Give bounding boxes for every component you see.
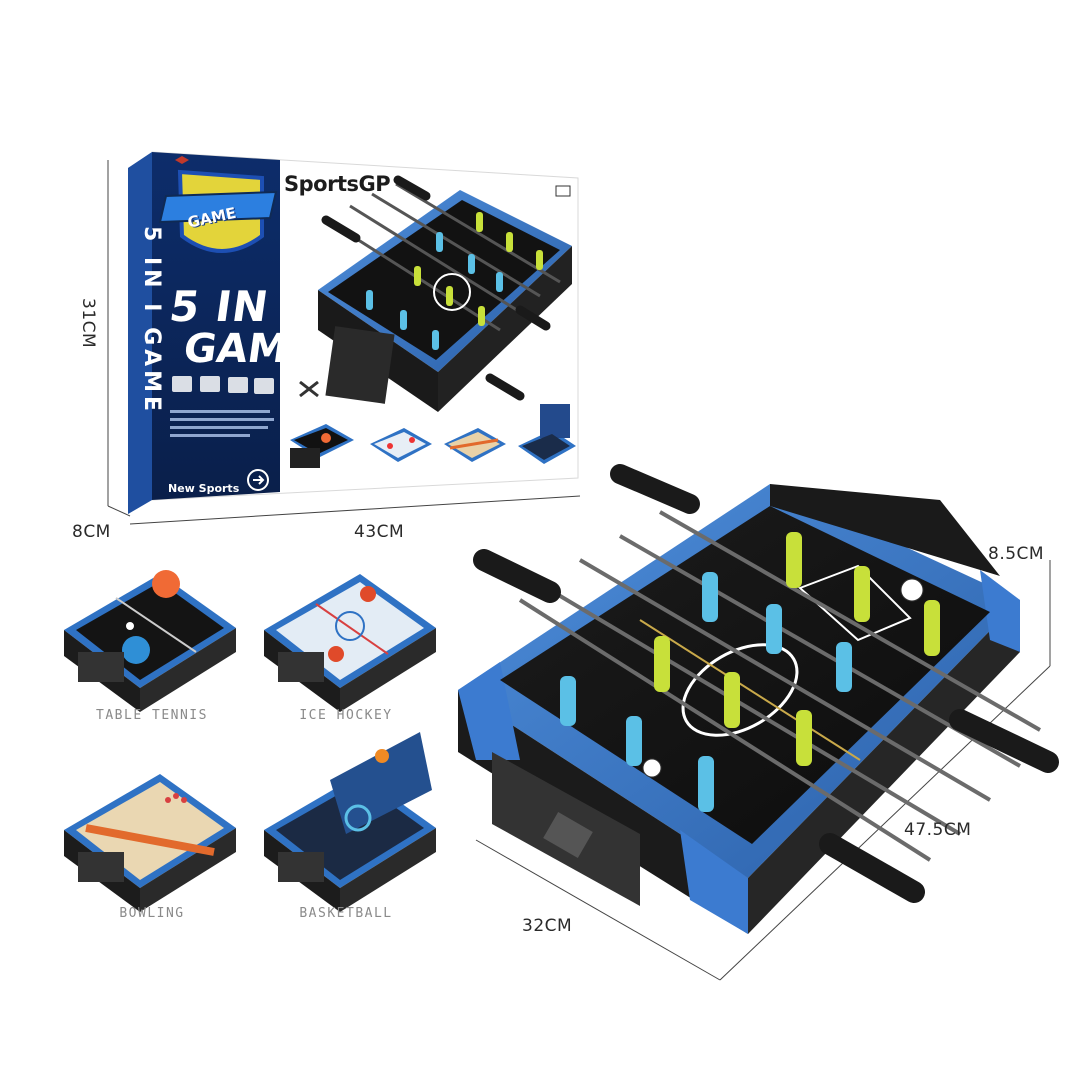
table-front-side — [458, 690, 748, 934]
arrow-circle-icon — [247, 469, 269, 491]
handle-icon — [949, 709, 1059, 773]
product-box — [128, 151, 579, 514]
box-footer-text: New Sports — [168, 482, 240, 495]
paddle-icon — [122, 636, 150, 664]
box-height-label: 31CM — [78, 298, 98, 349]
box-thumbnails — [290, 404, 576, 468]
mallet-icon — [328, 646, 344, 662]
soccer-ball-icon — [642, 758, 662, 778]
handle-icon — [819, 833, 925, 903]
table-right-side — [748, 600, 1020, 934]
mode-label-basketball: BASKETBALL — [299, 906, 393, 921]
box-dimension-lines — [107, 160, 581, 525]
mode-ice-hockey-image — [264, 574, 436, 712]
blue-players — [560, 572, 852, 812]
rod-handles — [473, 464, 1059, 903]
table-dimension-lines — [475, 560, 1051, 981]
field-markings — [639, 564, 912, 761]
box-brand-text: SportsGP — [284, 172, 391, 196]
box-thumb-bowling — [444, 428, 506, 462]
table-corner-right — [980, 570, 1020, 652]
table-height-label: 8.5CM — [988, 544, 1045, 564]
table-back-wall — [770, 484, 1000, 576]
basketball-icon — [375, 749, 389, 763]
table-corner-front — [680, 830, 748, 934]
handle-icon — [610, 464, 700, 514]
feature-icon-3 — [228, 377, 248, 393]
box-headline-2: GAMe — [180, 326, 318, 372]
box-spine — [128, 152, 152, 514]
soccer-ball-icon — [900, 578, 924, 602]
feature-icon-4 — [254, 378, 274, 394]
feature-icon-1 — [172, 376, 192, 392]
box-spine-text: 5 IN I GAME — [139, 226, 164, 416]
box-thumb-basketball — [518, 404, 576, 464]
paddle-icon — [152, 570, 180, 598]
brand-logo-icon — [175, 156, 189, 164]
x-emblem-icon — [299, 380, 319, 398]
box-description-text — [170, 410, 274, 437]
lime-players — [654, 532, 940, 766]
table-width-label: 32CM — [522, 916, 573, 936]
mode-bowling-image — [64, 774, 236, 912]
mallet-icon — [360, 586, 376, 602]
mode-label-ice-hockey: ICE HOCKEY — [299, 708, 393, 723]
drawer-handle — [543, 812, 593, 858]
ball-icon — [126, 622, 134, 630]
age-mark-icon — [555, 185, 571, 197]
table-length-label: 47.5CM — [904, 820, 972, 840]
feature-icon-2 — [200, 376, 220, 392]
table-corner-left — [458, 662, 520, 760]
feature-icons — [172, 376, 274, 394]
box-thumb-ice-hockey — [370, 428, 432, 462]
main-foosball-table — [458, 464, 1059, 981]
box-depth-label: 8CM — [72, 522, 111, 542]
mode-label-bowling: BOWLING — [119, 906, 185, 921]
box-headline-1: 5 IN I — [166, 282, 305, 331]
badge-shield-icon — [158, 169, 278, 253]
box-thumb-table-tennis — [290, 424, 354, 468]
mode-table-tennis-image — [64, 570, 236, 712]
box-width-label: 43CM — [354, 522, 405, 542]
mode-label-table-tennis: TABLE TENNIS — [96, 708, 208, 723]
mode-basketball-image — [264, 732, 436, 912]
handle-icon — [473, 549, 561, 603]
box-table-image — [318, 175, 572, 412]
